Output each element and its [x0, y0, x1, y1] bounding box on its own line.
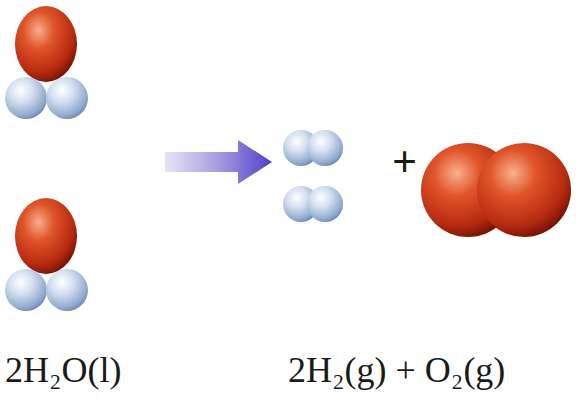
water-molecule — [5, 198, 88, 311]
hydrogen-molecule — [283, 130, 343, 166]
water-molecule — [5, 6, 88, 119]
plus-sign: + — [392, 140, 417, 184]
reaction-arrow — [165, 140, 272, 184]
equation-product: 2H₂(g) + O₂(g) — [288, 352, 505, 388]
equation-reactant: 2H₂O(l) — [5, 352, 122, 388]
oxygen-molecule — [421, 143, 571, 237]
hydrogen-molecule — [283, 186, 343, 222]
